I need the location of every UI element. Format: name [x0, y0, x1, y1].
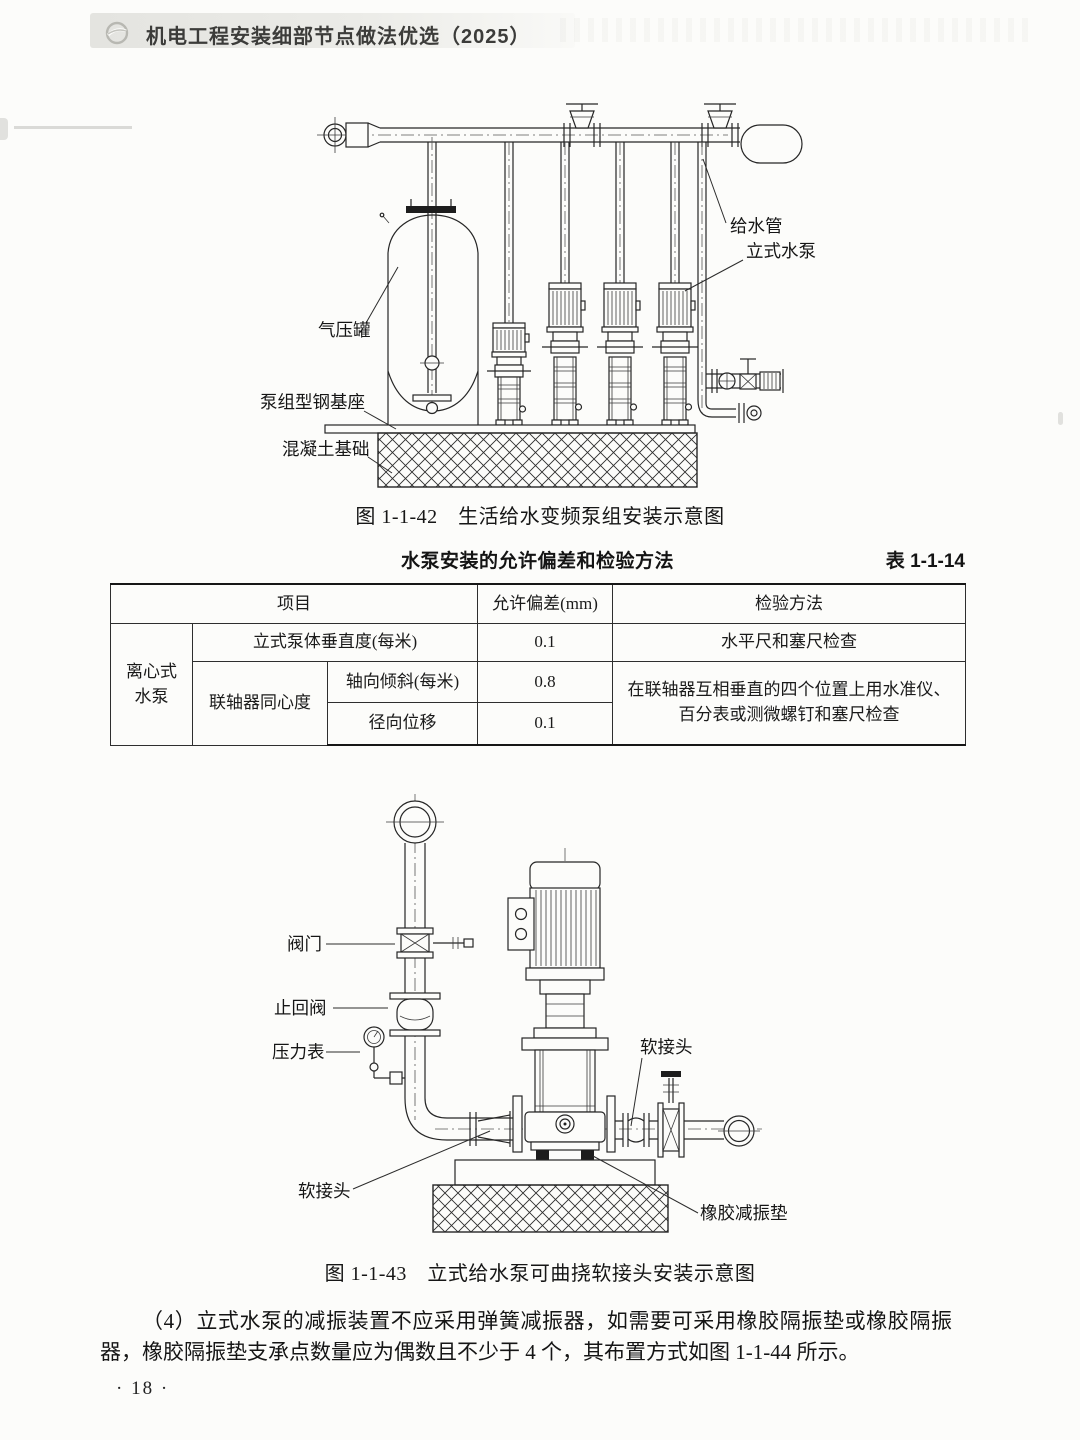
concrete-foundation-hatch: [432, 1184, 669, 1233]
concrete-foundation-hatch: [377, 432, 698, 488]
figure-1-caption: 图 1-1-42 生活给水变频泵组安装示意图: [355, 506, 725, 528]
running-head-title: 机电工程安装细部节点做法优选（2025）: [146, 26, 531, 48]
label-flexible-joint-upper: 软接头: [640, 1037, 693, 1057]
label-water-supply-pipe: 给水管: [730, 216, 783, 236]
header-scan-texture: [560, 18, 1030, 42]
scan-artifact: [1058, 412, 1063, 425]
label-rubber-damping-pad: 橡胶减振垫: [700, 1203, 788, 1223]
header-band: [90, 13, 575, 48]
scan-artifact: [14, 126, 132, 129]
rubber-pad-right: [581, 1150, 594, 1160]
publisher-logo-icon: [105, 21, 129, 45]
vertical-pump-1: [487, 322, 531, 426]
page-number: · 18 ·: [116, 1378, 170, 1399]
header-pipe-end-cap: [740, 124, 803, 164]
tolerance-table: 项目 允许偏差(mm) 检验方法 离心式水泵 立式泵体垂直度(每米) 0.1 水…: [109, 583, 967, 746]
cell-item: 径向位移: [326, 702, 479, 746]
label-concrete-foundation: 混凝土基础: [282, 439, 370, 459]
cell-item: 立式泵体垂直度(每米): [191, 623, 479, 662]
label-check-valve: 止回阀: [274, 998, 327, 1018]
pump-plinth: [454, 1159, 656, 1186]
vertical-pump-2: [541, 282, 589, 426]
table-header-row: 项目 允许偏差(mm) 检验方法: [109, 583, 967, 624]
gate-valve-icon: [657, 1071, 685, 1158]
cell-method: 水平尺和塞尺检查: [612, 623, 967, 662]
figure-pump-group-diagram: 给水管 立式水泵 气压罐 泵组型钢基座 混凝土基础: [260, 103, 816, 488]
air-pressure-tank: [379, 137, 479, 425]
label-valve: 阀门: [287, 934, 322, 954]
cell-method: 在联轴器互相垂直的四个位置上用水准仪、百分表或测微螺钉和塞尺检查: [612, 661, 967, 746]
label-air-pressure-tank: 气压罐: [318, 320, 371, 340]
label-flexible-joint-lower: 软接头: [298, 1181, 351, 1201]
riser-pipe: [363, 794, 474, 1141]
pressure-gauge-icon: [363, 1026, 405, 1085]
supply-riser-and-fittings: [697, 142, 784, 423]
scan-artifact: [0, 118, 8, 140]
vertical-pump-unit: [507, 848, 609, 1160]
cell-item: 轴向倾斜(每米): [326, 661, 479, 703]
cell-category: 离心式水泵: [110, 623, 193, 746]
rubber-pad-left: [536, 1150, 549, 1160]
header-deviation: 允许偏差(mm): [477, 583, 614, 624]
header-method: 检验方法: [612, 583, 967, 624]
body-paragraph: （4）立式水泵的减振装置不应采用弹簧减振器，如需要可采用橡胶隔振垫或橡胶隔振器，…: [100, 1309, 952, 1364]
cell-deviation: 0.1: [477, 623, 614, 662]
vertical-pump-3: [596, 282, 644, 426]
figure-2-labels: 阀门 止回阀 压力表 软接头 软接头 橡胶减振垫: [272, 934, 788, 1223]
pump-suction-pipes: [504, 142, 680, 323]
label-pump-steel-base: 泵组型钢基座: [260, 392, 365, 412]
cell-deviation: 0.1: [477, 702, 614, 746]
header-item: 项目: [109, 583, 479, 624]
valve-icon: [396, 927, 474, 959]
label-pressure-gauge: 压力表: [272, 1042, 325, 1062]
table-row: 离心式水泵 立式泵体垂直度(每米) 0.1 水平尺和塞尺检查: [110, 623, 967, 746]
cell-group: 联轴器同心度: [192, 661, 328, 746]
table-row: 径向位移 0.1: [111, 702, 966, 746]
label-vertical-pump: 立式水泵: [746, 241, 816, 261]
steel-base: [324, 424, 696, 434]
table-title: 水泵安装的允许偏差和检验方法: [400, 551, 674, 572]
vertical-pump-4: [651, 282, 699, 426]
discharge-run: [606, 1071, 760, 1158]
check-valve-icon: [389, 992, 441, 1037]
table-heading-row: 水泵安装的允许偏差和检验方法 表 1-1-14: [110, 546, 965, 572]
header-pipe: [317, 103, 803, 164]
figure-flexible-joint-diagram: 阀门 止回阀 压力表 软接头 软接头 橡胶减振垫: [272, 794, 788, 1233]
figure-1-labels: 给水管 立式水泵 气压罐 泵组型钢基座 混凝土基础: [260, 158, 816, 474]
figure-2-caption: 图 1-1-43 立式给水泵可曲挠软接头安装示意图: [324, 1263, 756, 1285]
cell-deviation: 0.8: [477, 661, 614, 703]
table-row: 联轴器同心度 轴向倾斜(每米) 0.8 在联轴器互相垂直的四个位置上用水准仪、百…: [111, 661, 967, 746]
table-number: 表 1-1-14: [885, 551, 965, 572]
